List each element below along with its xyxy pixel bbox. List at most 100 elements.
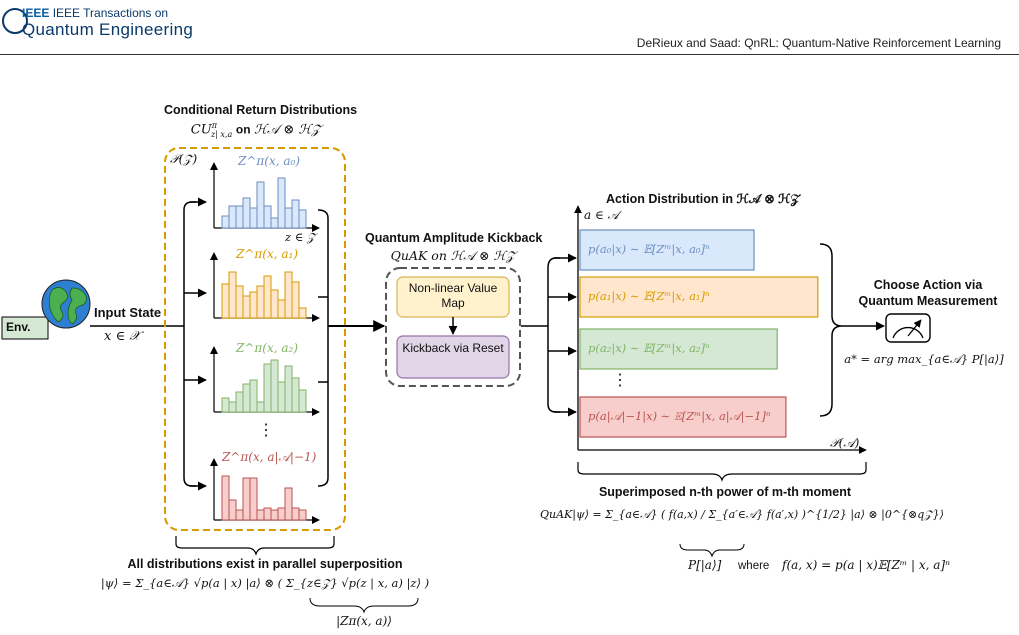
prob-z-axis-label: 𝒫(𝒵) [170, 152, 198, 166]
histogram-bar [242, 383, 251, 413]
histogram-bar [249, 291, 258, 319]
z-axis-label: z ∈ 𝒵 [285, 230, 316, 244]
histogram-bar [298, 307, 307, 319]
histogram-bar [291, 377, 300, 413]
action-y-label: a ∈ 𝒜 [584, 208, 620, 222]
kickback-label: Kickback via Reset [402, 341, 504, 355]
dist-label-a0: Z^π(x, a₀) [238, 154, 301, 168]
action-dots: ⋮ [612, 372, 628, 389]
prob-under-label: P[|a⟩] [688, 558, 722, 572]
cu-sup: π [211, 121, 217, 130]
action-x-label: 𝒫(𝒜) [830, 436, 860, 450]
dist-label-a1: Z^π(x, a₁) [236, 247, 299, 261]
prob-brace [679, 543, 745, 558]
histogram-bar [270, 359, 279, 413]
axis-arrowhead [312, 516, 320, 524]
ieee-logo-icon [2, 8, 28, 34]
axis-arrowhead [210, 346, 218, 354]
action-bar-label-2: p(a₂|x) ∼ 𝔼[Zᵐ|x, a₂]ⁿ [588, 341, 710, 355]
histogram-bar [270, 289, 279, 319]
histogram-bar [291, 507, 300, 521]
histogram-bar [235, 285, 244, 319]
conditional-title: Conditional Return Distributions [164, 103, 358, 117]
histogram-bar [298, 509, 307, 521]
histogram-bar [298, 209, 307, 229]
axis-arrowhead [210, 458, 218, 466]
dist-label-a2: Z^π(x, a₂) [236, 341, 299, 355]
histogram-bar [221, 215, 230, 229]
histogram-bar [277, 381, 286, 413]
action-bar-2 [579, 328, 778, 370]
journal-line1-text: IEEE Transactions on [52, 6, 169, 20]
nonlinear-map-label: Non-linear Value Map [408, 281, 498, 310]
measure-brace [819, 243, 843, 417]
histogram-bar [228, 271, 237, 319]
journal-name-line1: IEEE IEEE Transactions on [22, 6, 169, 20]
histogram-bar [277, 299, 286, 319]
merge-spine [317, 209, 329, 487]
histogram-bar [256, 509, 265, 521]
cu-symbol: CU [190, 122, 212, 138]
histogram-bar [284, 271, 293, 319]
f-definition: f(a, x) = p(a | x)𝔼[Zᵐ | x, a]ⁿ [782, 558, 950, 572]
axis-arrowhead [312, 224, 320, 232]
header-rule [0, 54, 1019, 55]
histogram-bar [291, 281, 300, 319]
choose-formula: a* = arg max_{a∈𝒜} P[|a⟩] [844, 352, 1004, 366]
choose-title-2: Quantum Measurement [858, 294, 998, 308]
histogram-bar [298, 389, 307, 413]
choose-title-1: Choose Action via [873, 278, 983, 292]
distributions-container [164, 147, 346, 531]
action-bars-group [579, 229, 819, 438]
histogram-bar [270, 509, 279, 521]
input-state-title: Input State [94, 305, 162, 320]
where-word: where [738, 560, 770, 572]
histogram-bar [221, 475, 230, 521]
quak-title: Quantum Amplitude Kickback [365, 231, 543, 245]
histogram-bar [256, 401, 265, 413]
parallel-formula: |ψ⟩ = Σ_{a∈𝒜} √p(a | x) |a⟩ ⊗ ( Σ_{z∈𝒵} … [100, 576, 430, 590]
histogram-bar [263, 507, 272, 521]
histogram-bar [235, 509, 244, 521]
action-bar-0 [579, 229, 755, 271]
meter-icon [885, 313, 931, 343]
histogram-bar [235, 205, 244, 229]
kickback-box [396, 335, 510, 379]
env-box [1, 316, 49, 340]
superimposed-formula: QuAK|ψ⟩ = Σ_{a∈𝒜} ( f(a,x) / Σ_{a′∈𝒜} f(… [540, 508, 944, 521]
histogram-bar [242, 295, 251, 319]
action-bar-label-3: p(a|𝒜|−1|x) ∼ 𝔼[Zᵐ|x, a|𝒜|−1]ⁿ [588, 409, 771, 423]
action-fanout [547, 257, 560, 326]
hilbert-space: ℋ𝒜 ⊗ ℋ𝒵 [254, 122, 322, 138]
action-bar-1 [579, 276, 819, 318]
histogram-bar [291, 199, 300, 229]
histogram-bar [242, 477, 251, 521]
cu-sub: z| x,a [210, 129, 233, 139]
dist-label-alast: Z^π(x, a|𝒜|−1) [222, 450, 317, 464]
histogram-bar [249, 477, 258, 521]
on-word: on [235, 122, 251, 137]
histogram-bar [249, 207, 258, 229]
histogram-bar [284, 207, 293, 229]
histogram-bar [242, 197, 251, 229]
parallel-brace [175, 536, 335, 556]
env-label: Env. [6, 320, 31, 334]
dist-dots: ⋮ [258, 422, 274, 439]
superimposed-title: Superimposed n-th power of m-th moment [598, 485, 852, 499]
histogram-group [210, 162, 320, 524]
histogram-bar [277, 177, 286, 229]
histogram-bar [228, 205, 237, 229]
histogram-bar [263, 275, 272, 319]
journal-name-line2: Quantum Engineering [22, 20, 194, 39]
axis-arrowhead [312, 314, 320, 322]
parallel-title: All distributions exist in parallel supe… [127, 557, 403, 571]
histogram-bar [256, 285, 265, 319]
histogram-bar [277, 507, 286, 521]
histogram-bar [228, 401, 237, 413]
z-state-brace [309, 597, 419, 614]
action-bar-3 [579, 396, 787, 438]
running-title: DeRieux and Saad: QnRL: Quantum-Native R… [636, 36, 1001, 50]
action-bar-label-1: p(a₁|x) ∼ 𝔼[Zᵐ|x, a₁]ⁿ [588, 289, 710, 303]
globe-icon [41, 279, 91, 329]
